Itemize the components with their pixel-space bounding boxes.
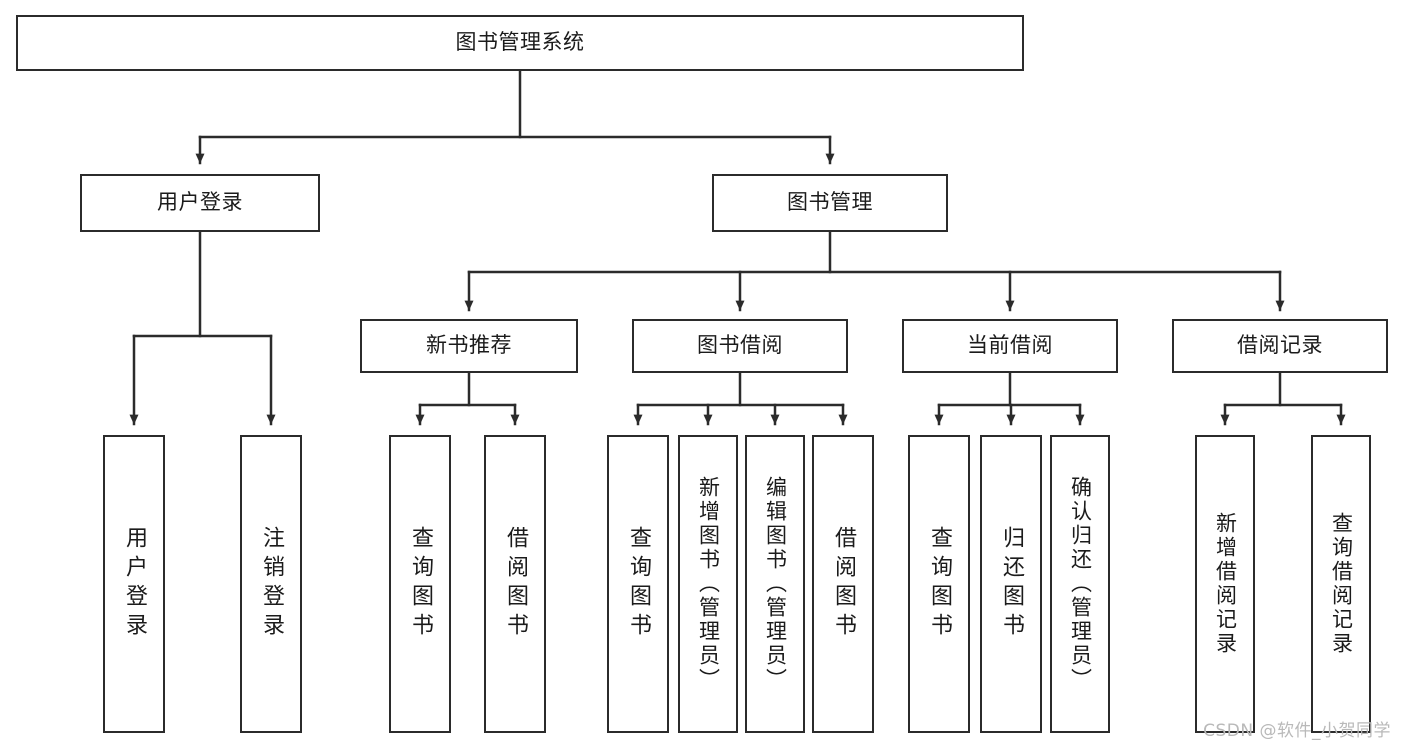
node-book-borrow-label: 图书借阅 xyxy=(697,333,783,358)
node-current-borrow-label: 当前借阅 xyxy=(967,333,1053,358)
node-leaf-add-book-admin[interactable]: 新增图书（管理员） xyxy=(678,435,738,733)
node-book-borrow[interactable]: 图书借阅 xyxy=(632,319,848,373)
node-leaf-user-logout-label: 注销登录 xyxy=(259,526,284,642)
node-root-label: 图书管理系统 xyxy=(455,30,585,55)
node-leaf-query-borrow-record[interactable]: 查询借阅记录 xyxy=(1311,435,1371,733)
node-leaf-add-borrow-record-label: 新增借阅记录 xyxy=(1213,512,1238,656)
node-leaf-edit-book-admin[interactable]: 编辑图书（管理员） xyxy=(745,435,805,733)
node-leaf-return-book-label: 归还图书 xyxy=(999,526,1024,642)
node-current-borrow[interactable]: 当前借阅 xyxy=(902,319,1118,373)
node-borrow-records-label: 借阅记录 xyxy=(1237,333,1323,358)
node-leaf-query-book-borrow[interactable]: 查询图书 xyxy=(607,435,669,733)
node-book-management[interactable]: 图书管理 xyxy=(712,174,948,232)
node-leaf-query-book-recommend[interactable]: 查询图书 xyxy=(389,435,451,733)
node-user-login-label: 用户登录 xyxy=(157,190,243,215)
node-leaf-edit-book-admin-label: 编辑图书（管理员） xyxy=(763,476,788,692)
node-borrow-records[interactable]: 借阅记录 xyxy=(1172,319,1388,373)
node-leaf-return-book[interactable]: 归还图书 xyxy=(980,435,1042,733)
node-leaf-query-book-current[interactable]: 查询图书 xyxy=(908,435,970,733)
node-leaf-query-book-borrow-label: 查询图书 xyxy=(626,526,651,642)
node-book-management-label: 图书管理 xyxy=(787,190,873,215)
node-leaf-confirm-return-admin-label: 确认归还（管理员） xyxy=(1068,476,1093,692)
node-leaf-add-borrow-record[interactable]: 新增借阅记录 xyxy=(1195,435,1255,733)
node-leaf-user-login[interactable]: 用户登录 xyxy=(103,435,165,733)
node-root[interactable]: 图书管理系统 xyxy=(16,15,1024,71)
node-user-login[interactable]: 用户登录 xyxy=(80,174,320,232)
node-leaf-query-book-current-label: 查询图书 xyxy=(927,526,952,642)
node-leaf-borrow-book-recommend-label: 借阅图书 xyxy=(503,526,528,642)
node-leaf-query-book-recommend-label: 查询图书 xyxy=(408,526,433,642)
node-new-book-recommend-label: 新书推荐 xyxy=(426,333,512,358)
node-leaf-add-book-admin-label: 新增图书（管理员） xyxy=(696,476,721,692)
node-leaf-query-borrow-record-label: 查询借阅记录 xyxy=(1329,512,1354,656)
node-leaf-borrow-book[interactable]: 借阅图书 xyxy=(812,435,874,733)
node-leaf-user-login-label: 用户登录 xyxy=(122,526,147,642)
watermark-text: CSDN @软件_小贺同学 xyxy=(1203,721,1391,741)
node-new-book-recommend[interactable]: 新书推荐 xyxy=(360,319,578,373)
node-leaf-confirm-return-admin[interactable]: 确认归还（管理员） xyxy=(1050,435,1110,733)
node-leaf-borrow-book-recommend[interactable]: 借阅图书 xyxy=(484,435,546,733)
node-leaf-user-logout[interactable]: 注销登录 xyxy=(240,435,302,733)
node-leaf-borrow-book-label: 借阅图书 xyxy=(831,526,856,642)
